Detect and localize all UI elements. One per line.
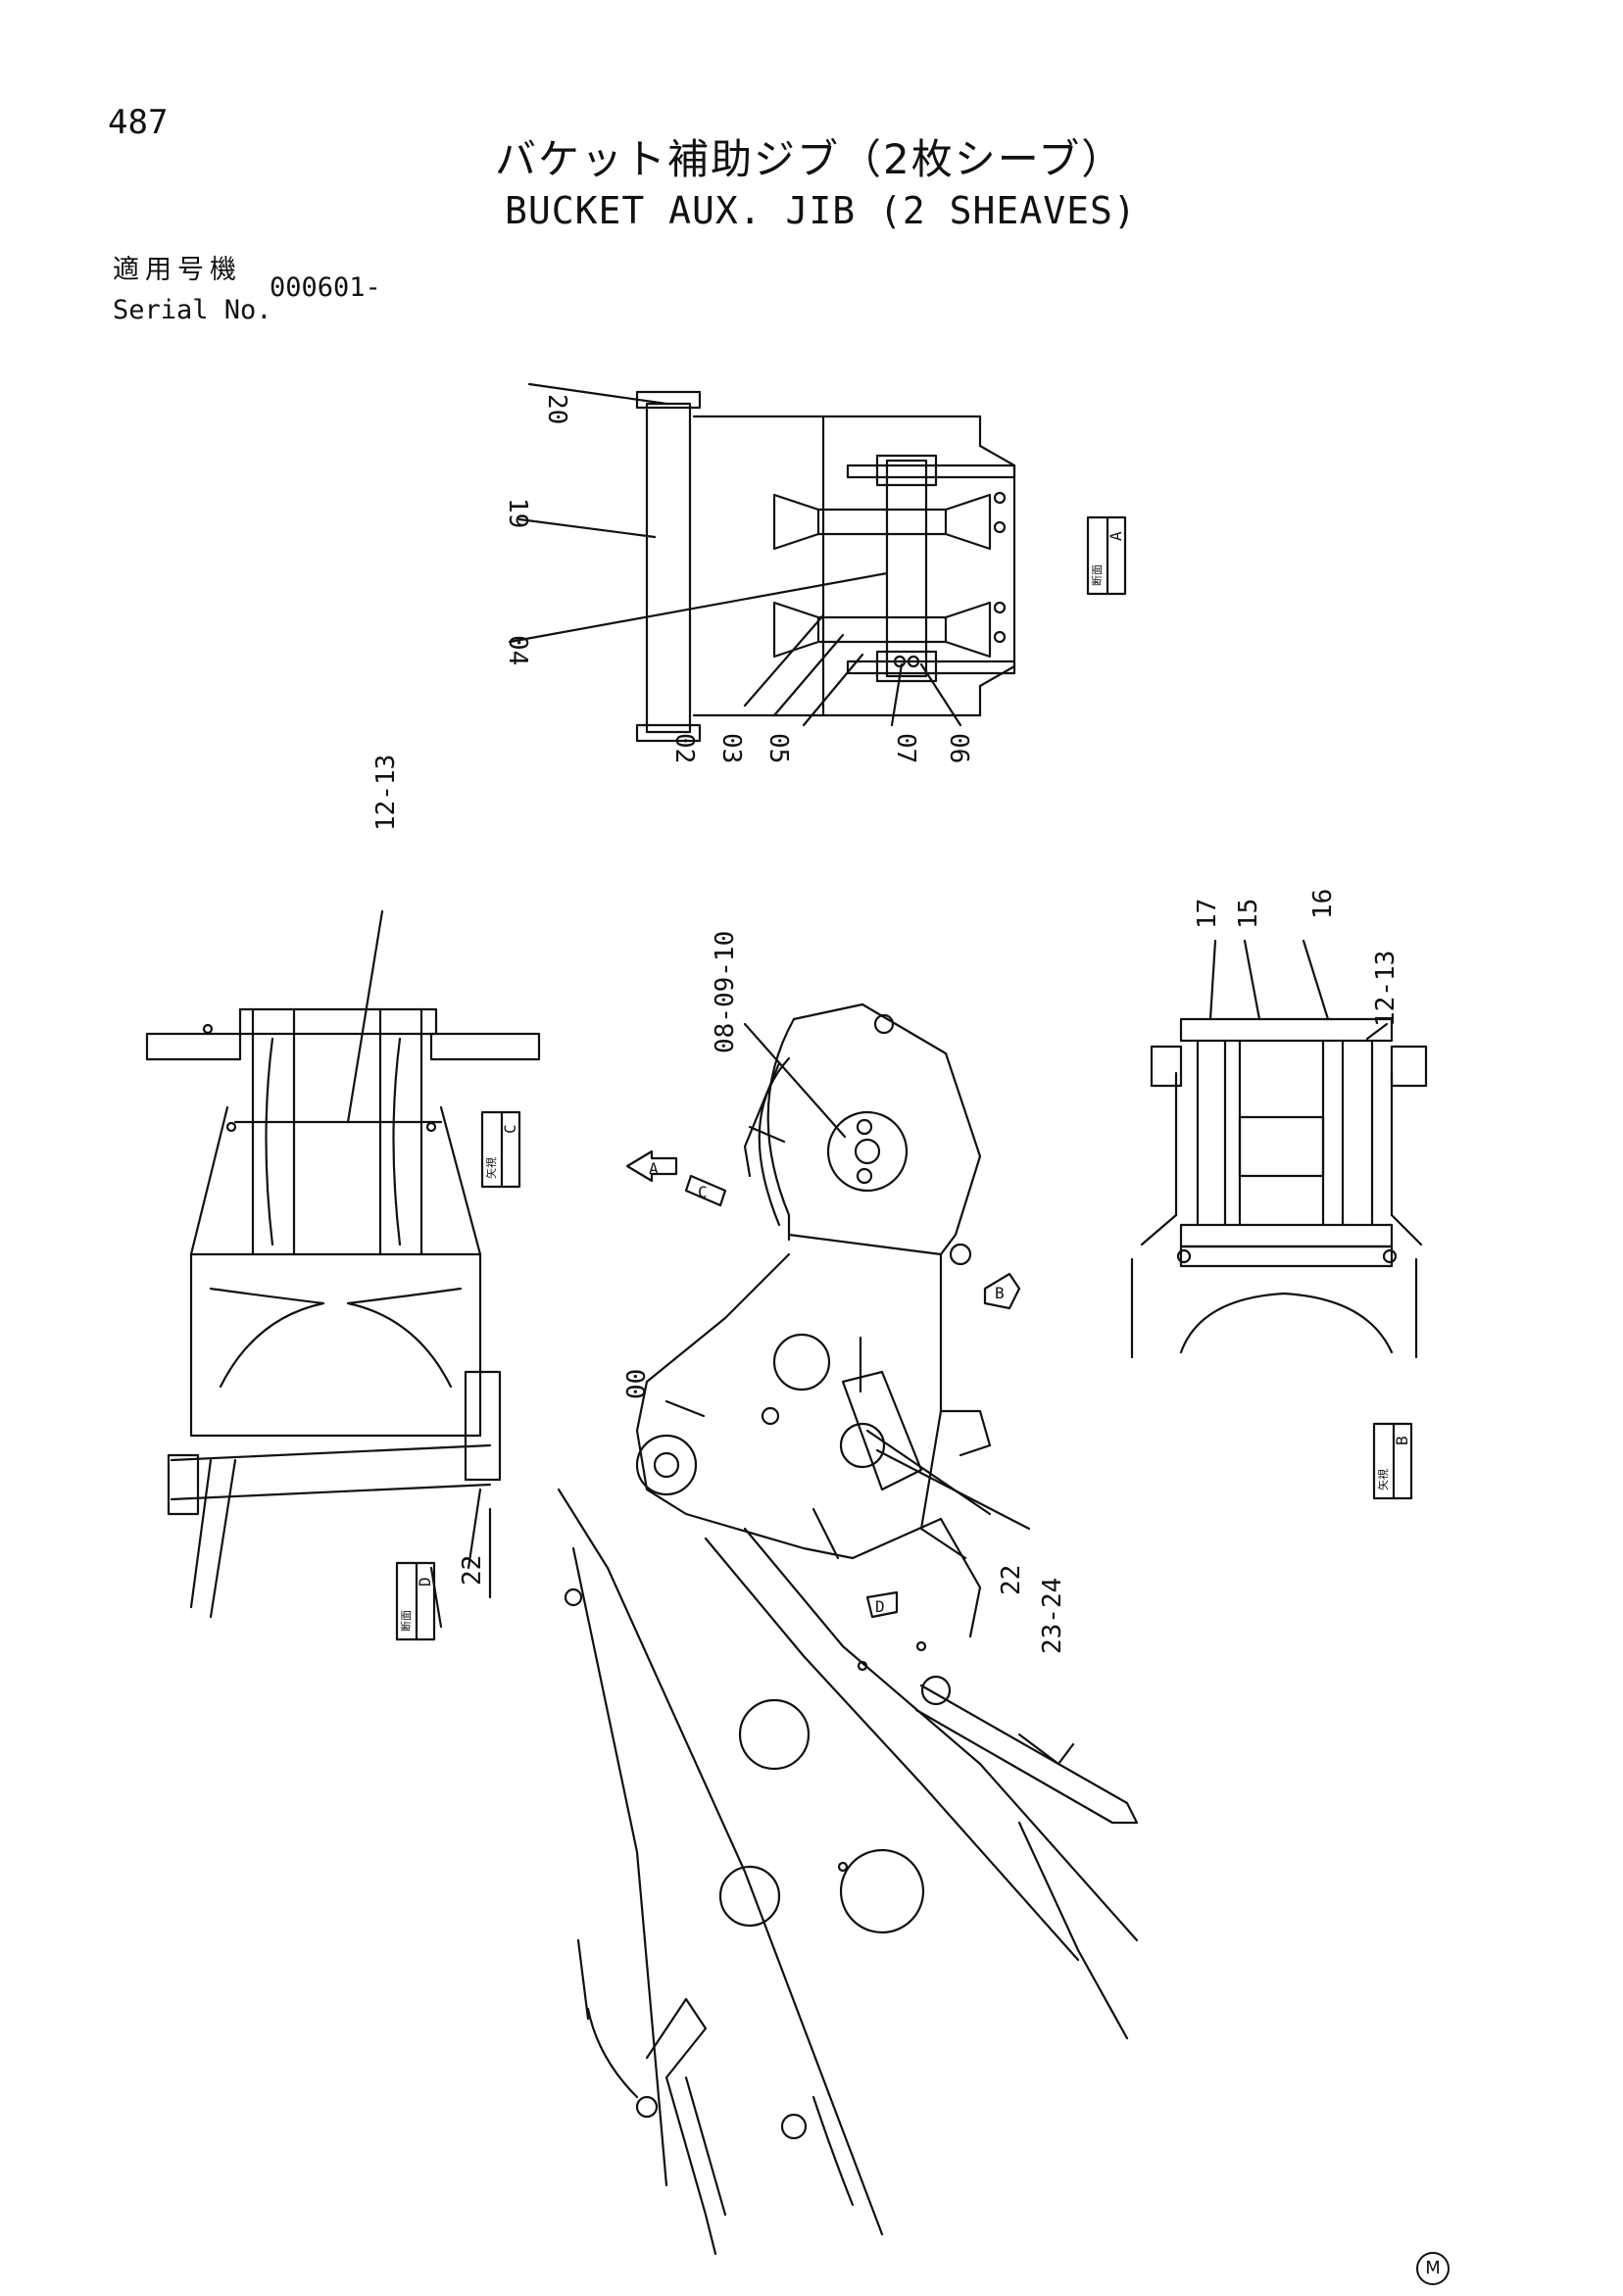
callout-19: 19 <box>503 498 532 528</box>
callout-12-13-view-b: 12-13 <box>1371 951 1401 1027</box>
callout-22-view-c: 22 <box>458 1555 487 1586</box>
view-tag-view-b: 矢視 B <box>1372 1422 1413 1500</box>
callout-15: 15 <box>1234 899 1263 929</box>
svg-text:C: C <box>501 1124 519 1134</box>
view-arrow-d: D <box>865 1590 899 1619</box>
callout-22-main: 22 <box>997 1565 1026 1595</box>
callout-00: 00 <box>622 1369 652 1399</box>
svg-text:D: D <box>875 1597 885 1616</box>
svg-text:C: C <box>698 1183 708 1201</box>
callout-05: 05 <box>763 733 793 763</box>
view-b-drawing <box>1130 939 1428 1359</box>
serial-label-japanese: 適用号機 <box>113 255 242 285</box>
section-a-drawing <box>508 382 1016 743</box>
svg-text:B: B <box>995 1284 1005 1302</box>
svg-text:A: A <box>1107 531 1125 541</box>
manufacturer-mark: M <box>1416 2252 1450 2285</box>
callout-17: 17 <box>1193 899 1222 929</box>
main-assembly-drawing <box>557 1002 1139 2256</box>
callout-20: 20 <box>542 394 571 424</box>
view-tag-section-d: 断面 D <box>395 1561 436 1641</box>
svg-text:矢視: 矢視 <box>484 1157 498 1179</box>
callout-02: 02 <box>669 733 699 763</box>
view-arrow-c: C <box>684 1174 727 1207</box>
callout-23-24: 23-24 <box>1038 1578 1067 1654</box>
view-c-drawing <box>145 909 541 1629</box>
callout-04: 04 <box>503 635 532 665</box>
svg-text:B: B <box>1393 1436 1411 1445</box>
svg-text:A: A <box>649 1159 659 1178</box>
svg-text:断面: 断面 <box>1090 564 1104 586</box>
callout-06: 06 <box>944 733 973 763</box>
callout-03: 03 <box>716 733 746 763</box>
view-tag-section-a: 断面 A <box>1086 515 1127 596</box>
callout-07: 07 <box>891 733 920 763</box>
page-number: 487 <box>108 103 169 142</box>
svg-text:矢視: 矢視 <box>1376 1469 1390 1490</box>
view-tag-view-c: 矢視 C <box>480 1110 521 1189</box>
callout-16: 16 <box>1308 889 1338 919</box>
callout-12-13-view-c: 12-13 <box>371 755 401 831</box>
view-arrow-b: B <box>983 1272 1021 1310</box>
title-english: BUCKET AUX. JIB (2 SHEAVES) <box>505 189 1137 232</box>
view-arrow-a: A <box>625 1149 678 1183</box>
serial-number-value: 000601- <box>270 272 381 303</box>
serial-label-english: Serial No. <box>113 295 272 325</box>
svg-text:断面: 断面 <box>399 1610 413 1632</box>
svg-text:D: D <box>416 1577 434 1587</box>
title-japanese: バケット補助ジブ（2枚シーブ） <box>495 135 1125 183</box>
callout-08-09-10: 08-09-10 <box>711 931 740 1053</box>
